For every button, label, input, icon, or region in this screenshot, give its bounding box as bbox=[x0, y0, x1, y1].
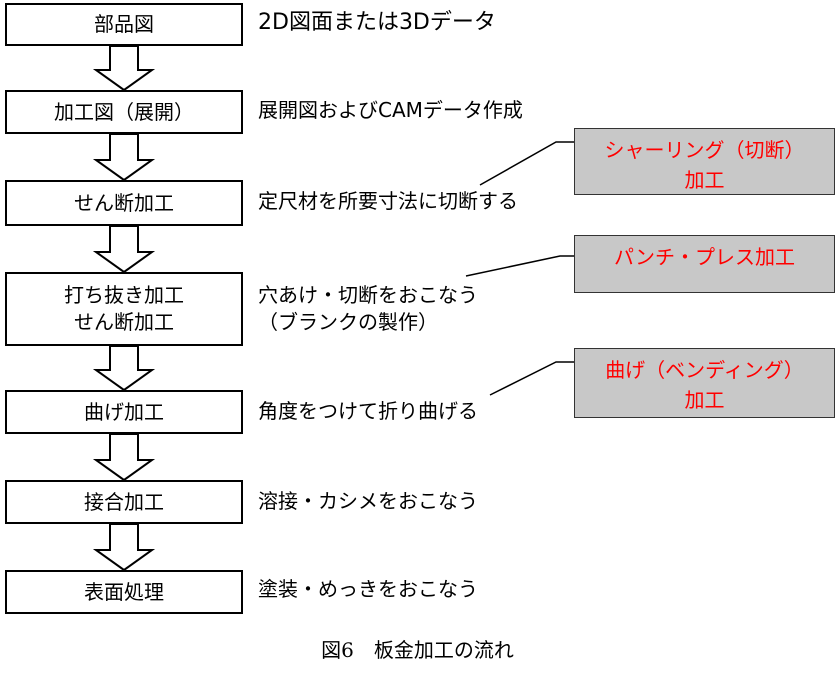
description-shearing: 定尺材を所要寸法に切断する bbox=[258, 189, 518, 213]
flow-arrow bbox=[92, 225, 156, 274]
flow-arrow bbox=[92, 345, 156, 392]
flow-arrow bbox=[92, 45, 156, 92]
step-bending: 曲げ加工 bbox=[5, 390, 243, 434]
flow-arrow bbox=[92, 133, 156, 182]
callout-shearing: シャーリング（切断） 加工 bbox=[574, 128, 835, 195]
description-bending: 角度をつけて折り曲げる bbox=[258, 399, 478, 423]
callout-line bbox=[479, 141, 574, 186]
callout-line bbox=[465, 255, 574, 277]
callout-punch-press: パンチ・プレス加工 bbox=[574, 235, 835, 293]
step-processing-drawing: 加工図（展開） bbox=[5, 90, 243, 134]
flow-arrow bbox=[92, 523, 156, 572]
description-punching: 穴あけ・切断をおこなう （ブランクの製作） bbox=[258, 283, 478, 334]
flow-arrow bbox=[92, 433, 156, 482]
description-part-drawing: 2D図面または3Dデータ bbox=[258, 10, 496, 35]
step-part-drawing: 部品図 bbox=[5, 3, 243, 46]
callout-line bbox=[489, 361, 574, 396]
step-punching: 打ち抜き加工 せん断加工 bbox=[5, 272, 243, 346]
description-joining: 溶接・カシメをおこなう bbox=[258, 489, 478, 513]
step-joining: 接合加工 bbox=[5, 480, 243, 524]
figure-caption: 図6 板金加工の流れ bbox=[321, 638, 514, 662]
step-shearing: せん断加工 bbox=[5, 180, 243, 226]
description-surface-treatment: 塗装・めっきをおこなう bbox=[258, 577, 478, 601]
description-processing-drawing: 展開図およびCAMデータ作成 bbox=[258, 98, 523, 122]
step-surface-treatment: 表面処理 bbox=[5, 570, 243, 614]
callout-bending: 曲げ（ベンディング） 加工 bbox=[574, 348, 835, 418]
